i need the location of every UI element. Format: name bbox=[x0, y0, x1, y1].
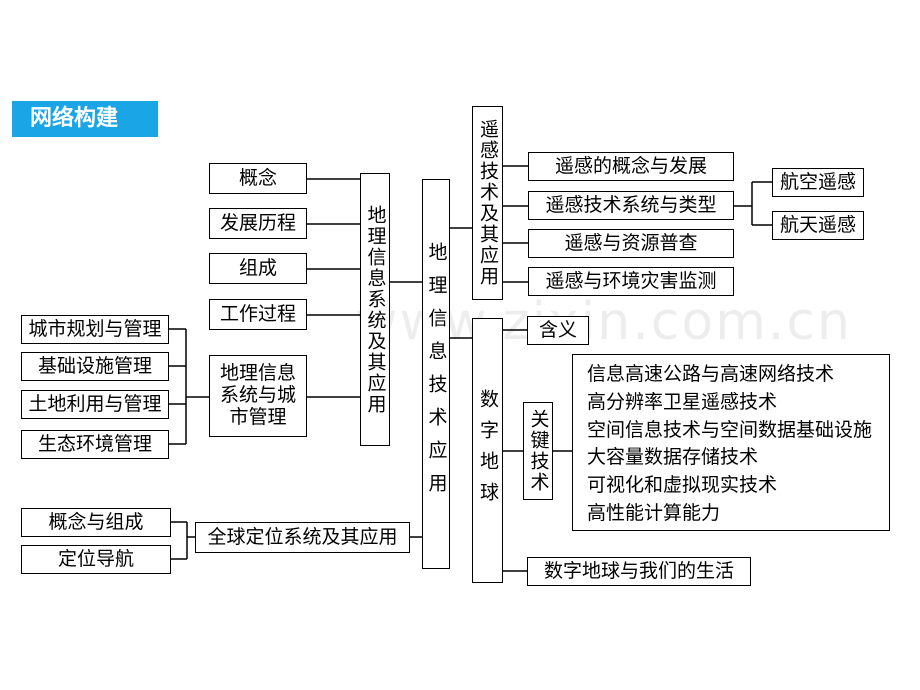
gps-item-navigation: 定位导航 bbox=[21, 545, 171, 574]
rs-title: 遥感技术及其应用 bbox=[472, 106, 503, 300]
key-tech-item: 高性能计算能力 bbox=[587, 501, 721, 524]
gis-item-history: 发展历程 bbox=[209, 208, 307, 239]
city-item-ecology: 生态环境管理 bbox=[21, 430, 169, 459]
city-item-land-use: 土地利用与管理 bbox=[21, 390, 169, 419]
city-item-planning: 城市规划与管理 bbox=[21, 315, 169, 344]
gis-item-city-management: 地理信息系统与城市管理 bbox=[209, 355, 307, 437]
key-tech-item: 大容量数据存储技术 bbox=[587, 446, 759, 469]
key-tech-item: 可视化和虚拟现实技术 bbox=[587, 474, 778, 497]
digital-earth-title: 数字地球 bbox=[472, 318, 503, 583]
key-tech-item: 空间信息技术与空间数据基础设施 bbox=[587, 418, 873, 441]
gis-item-components: 组成 bbox=[209, 253, 307, 284]
digital-earth-life: 数字地球与我们的生活 bbox=[527, 557, 751, 586]
city-item-infrastructure: 基础设施管理 bbox=[21, 352, 169, 381]
key-tech-item: 高分辨率卫星遥感技术 bbox=[587, 390, 778, 413]
digital-earth-meaning: 含义 bbox=[527, 316, 589, 345]
rs-type-aerial: 航空遥感 bbox=[772, 168, 864, 197]
rs-type-space: 航天遥感 bbox=[772, 211, 864, 240]
key-tech-list: 信息高速公路与高速网络技术 高分辨率卫星遥感技术 空间信息技术与空间数据基础设施… bbox=[572, 354, 890, 531]
gps-item-concept: 概念与组成 bbox=[21, 508, 171, 537]
rs-item-concept: 遥感的概念与发展 bbox=[528, 152, 734, 181]
gis-item-concept: 概念 bbox=[209, 163, 307, 194]
rs-item-resources: 遥感与资源普查 bbox=[528, 229, 734, 258]
gps-title: 全球定位系统及其应用 bbox=[195, 522, 410, 553]
rs-item-system-types: 遥感技术系统与类型 bbox=[528, 191, 734, 220]
gis-title: 地理信息系统及其应用 bbox=[360, 173, 390, 446]
section-banner: 网络构建 bbox=[12, 101, 158, 137]
key-tech-item: 信息高速公路与高速网络技术 bbox=[587, 363, 835, 385]
rs-item-disaster: 遥感与环境灾害监测 bbox=[528, 267, 734, 296]
gis-item-workflow: 工作过程 bbox=[209, 299, 307, 330]
key-tech-label: 关键技术 bbox=[523, 402, 553, 500]
center-title: 地理信息技术应用 bbox=[422, 179, 450, 569]
